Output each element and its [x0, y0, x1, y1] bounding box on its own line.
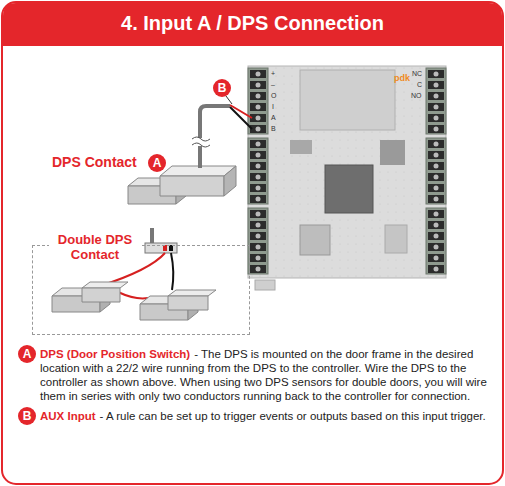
terminal-label: I	[272, 103, 274, 111]
terminal-label: NO	[411, 92, 422, 100]
note-paragraph: DPS (Door Position Switch)- The DPS is m…	[40, 347, 490, 403]
terminal-label: –	[271, 81, 275, 89]
callout-circle: B	[18, 407, 36, 425]
terminal-label: C	[417, 81, 422, 89]
part-label: DPS Contact	[52, 154, 137, 171]
callout-circle: A	[148, 154, 166, 172]
callout-circle: A	[18, 345, 36, 363]
group-heading: Double DPS Contact	[49, 232, 141, 262]
callout-circle: B	[213, 79, 231, 97]
dps-contact	[128, 166, 236, 204]
note-paragraph: AUX Input - A rule can be set up to trigg…	[40, 409, 490, 423]
callout-letter: B	[218, 81, 227, 95]
controller-board	[248, 66, 446, 290]
notes: DPS (Door Position Switch)- The DPS is m…	[40, 347, 490, 429]
logo-text: pdk	[394, 73, 410, 83]
leader-line	[226, 96, 232, 104]
callout-letter: B	[23, 409, 32, 423]
callout-letter: A	[153, 156, 162, 170]
callout-letter: A	[23, 347, 32, 361]
terminal-label: +	[271, 70, 275, 78]
terminal-label: B	[271, 125, 276, 133]
dashed-group-box: Double DPS Contact	[32, 245, 250, 335]
note-heading: AUX Input	[40, 410, 96, 422]
terminal-blocks	[248, 68, 446, 274]
terminal-label: NC	[412, 70, 422, 78]
note-heading: DPS (Door Position Switch)	[40, 348, 190, 360]
title: 4. Input A / DPS Connection	[0, 11, 505, 35]
terminal-label: A	[271, 114, 276, 122]
note-body: - A rule can be set up to trigger events…	[100, 410, 486, 422]
terminal-label: O	[271, 92, 276, 100]
dps-wire	[192, 105, 252, 168]
